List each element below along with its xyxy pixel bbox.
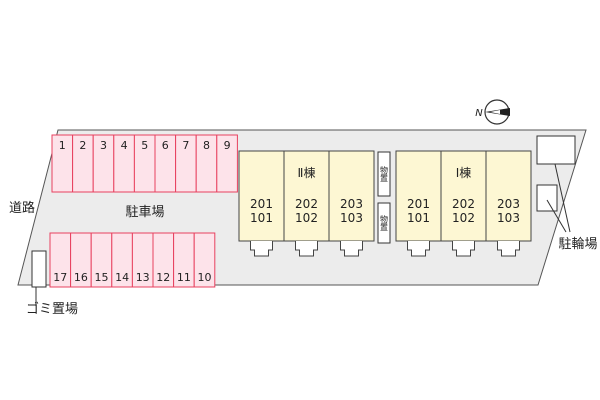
parking-space-number: 16 bbox=[74, 271, 88, 284]
unit-number-lower: 102 bbox=[295, 211, 318, 225]
parking-space: 9 bbox=[216, 134, 238, 193]
parking-label: 駐車場 bbox=[125, 205, 164, 220]
entrance-porch bbox=[340, 241, 363, 257]
parking-space: 15 bbox=[90, 232, 113, 288]
parking-space: 17 bbox=[49, 232, 72, 288]
parking-row-bottom: 17 16 15 14 13 12 11 10 bbox=[49, 232, 216, 288]
unit-number-upper: 202 bbox=[295, 197, 318, 211]
parking-space-number: 5 bbox=[141, 139, 148, 152]
parking-space-number: 4 bbox=[121, 139, 128, 152]
unit-number-lower: 103 bbox=[497, 211, 520, 225]
parking-space-number: 3 bbox=[100, 139, 107, 152]
parking-space-number: 15 bbox=[95, 271, 109, 284]
entrance-porch bbox=[295, 241, 318, 257]
parking-space-number: 11 bbox=[177, 271, 191, 284]
parking-space-number: 10 bbox=[198, 271, 212, 284]
road-label: 道路 bbox=[9, 200, 35, 216]
storage-shed-2: 物置 bbox=[377, 202, 391, 244]
parking-space: 7 bbox=[175, 134, 197, 193]
parking-space-number: 14 bbox=[115, 271, 129, 284]
storage-label-1: 物置 bbox=[380, 165, 389, 182]
parking-space-number: 13 bbox=[136, 271, 150, 284]
parking-space: 13 bbox=[131, 232, 154, 288]
unit-number-upper: 201 bbox=[250, 197, 273, 211]
unit-number-upper: 203 bbox=[340, 197, 363, 211]
parking-space: 2 bbox=[72, 134, 94, 193]
parking-space: 8 bbox=[195, 134, 218, 193]
parking-space: 5 bbox=[133, 134, 156, 193]
parking-space: 10 bbox=[193, 232, 216, 288]
storage-shed-1: 物置 bbox=[377, 151, 391, 197]
garbage-area bbox=[31, 250, 47, 288]
garbage-label: ゴミ置場 bbox=[26, 301, 78, 317]
unit-number-lower: 101 bbox=[250, 211, 273, 225]
parking-space-number: 9 bbox=[224, 139, 231, 152]
north-label: N bbox=[475, 108, 483, 119]
parking-space-number: 12 bbox=[156, 271, 170, 284]
parking-space: 12 bbox=[152, 232, 175, 288]
entrance-porch bbox=[497, 241, 520, 257]
unit-number-lower: 102 bbox=[452, 211, 475, 225]
entrance-porch bbox=[452, 241, 475, 257]
parking-space: 14 bbox=[111, 232, 133, 288]
unit-number-lower: 101 bbox=[407, 211, 430, 225]
parking-space: 1 bbox=[51, 134, 74, 193]
parking-space-number: 8 bbox=[203, 139, 210, 152]
parking-space: 4 bbox=[113, 134, 135, 193]
bike-leader-line-2 bbox=[546, 199, 567, 233]
bike-parking-1 bbox=[536, 135, 576, 165]
unit-number-upper: 201 bbox=[407, 197, 430, 211]
north-arrow-icon: N bbox=[475, 99, 510, 125]
parking-space: 16 bbox=[70, 232, 92, 288]
unit-number-lower: 103 bbox=[340, 211, 363, 225]
parking-space: 3 bbox=[92, 134, 115, 193]
parking-space-number: 7 bbox=[182, 139, 189, 152]
bike-parking-label: 駐輪場 bbox=[558, 236, 597, 252]
parking-space: 11 bbox=[173, 232, 195, 288]
entrance-porch bbox=[407, 241, 430, 257]
building-name: Ⅰ棟 bbox=[456, 165, 472, 180]
bike-parking-2 bbox=[536, 184, 558, 212]
parking-space-number: 17 bbox=[53, 271, 67, 284]
bike-leader-line-1 bbox=[554, 163, 571, 233]
parking-space: 6 bbox=[154, 134, 177, 193]
building-name: Ⅱ棟 bbox=[298, 165, 316, 180]
storage-label-2: 物置 bbox=[380, 214, 389, 231]
unit-number-upper: 203 bbox=[497, 197, 520, 211]
unit-number-upper: 202 bbox=[452, 197, 475, 211]
parking-space-number: 6 bbox=[162, 139, 169, 152]
parking-space-number: 1 bbox=[59, 139, 66, 152]
parking-space-number: 2 bbox=[79, 139, 86, 152]
entrance-porch bbox=[250, 241, 273, 257]
